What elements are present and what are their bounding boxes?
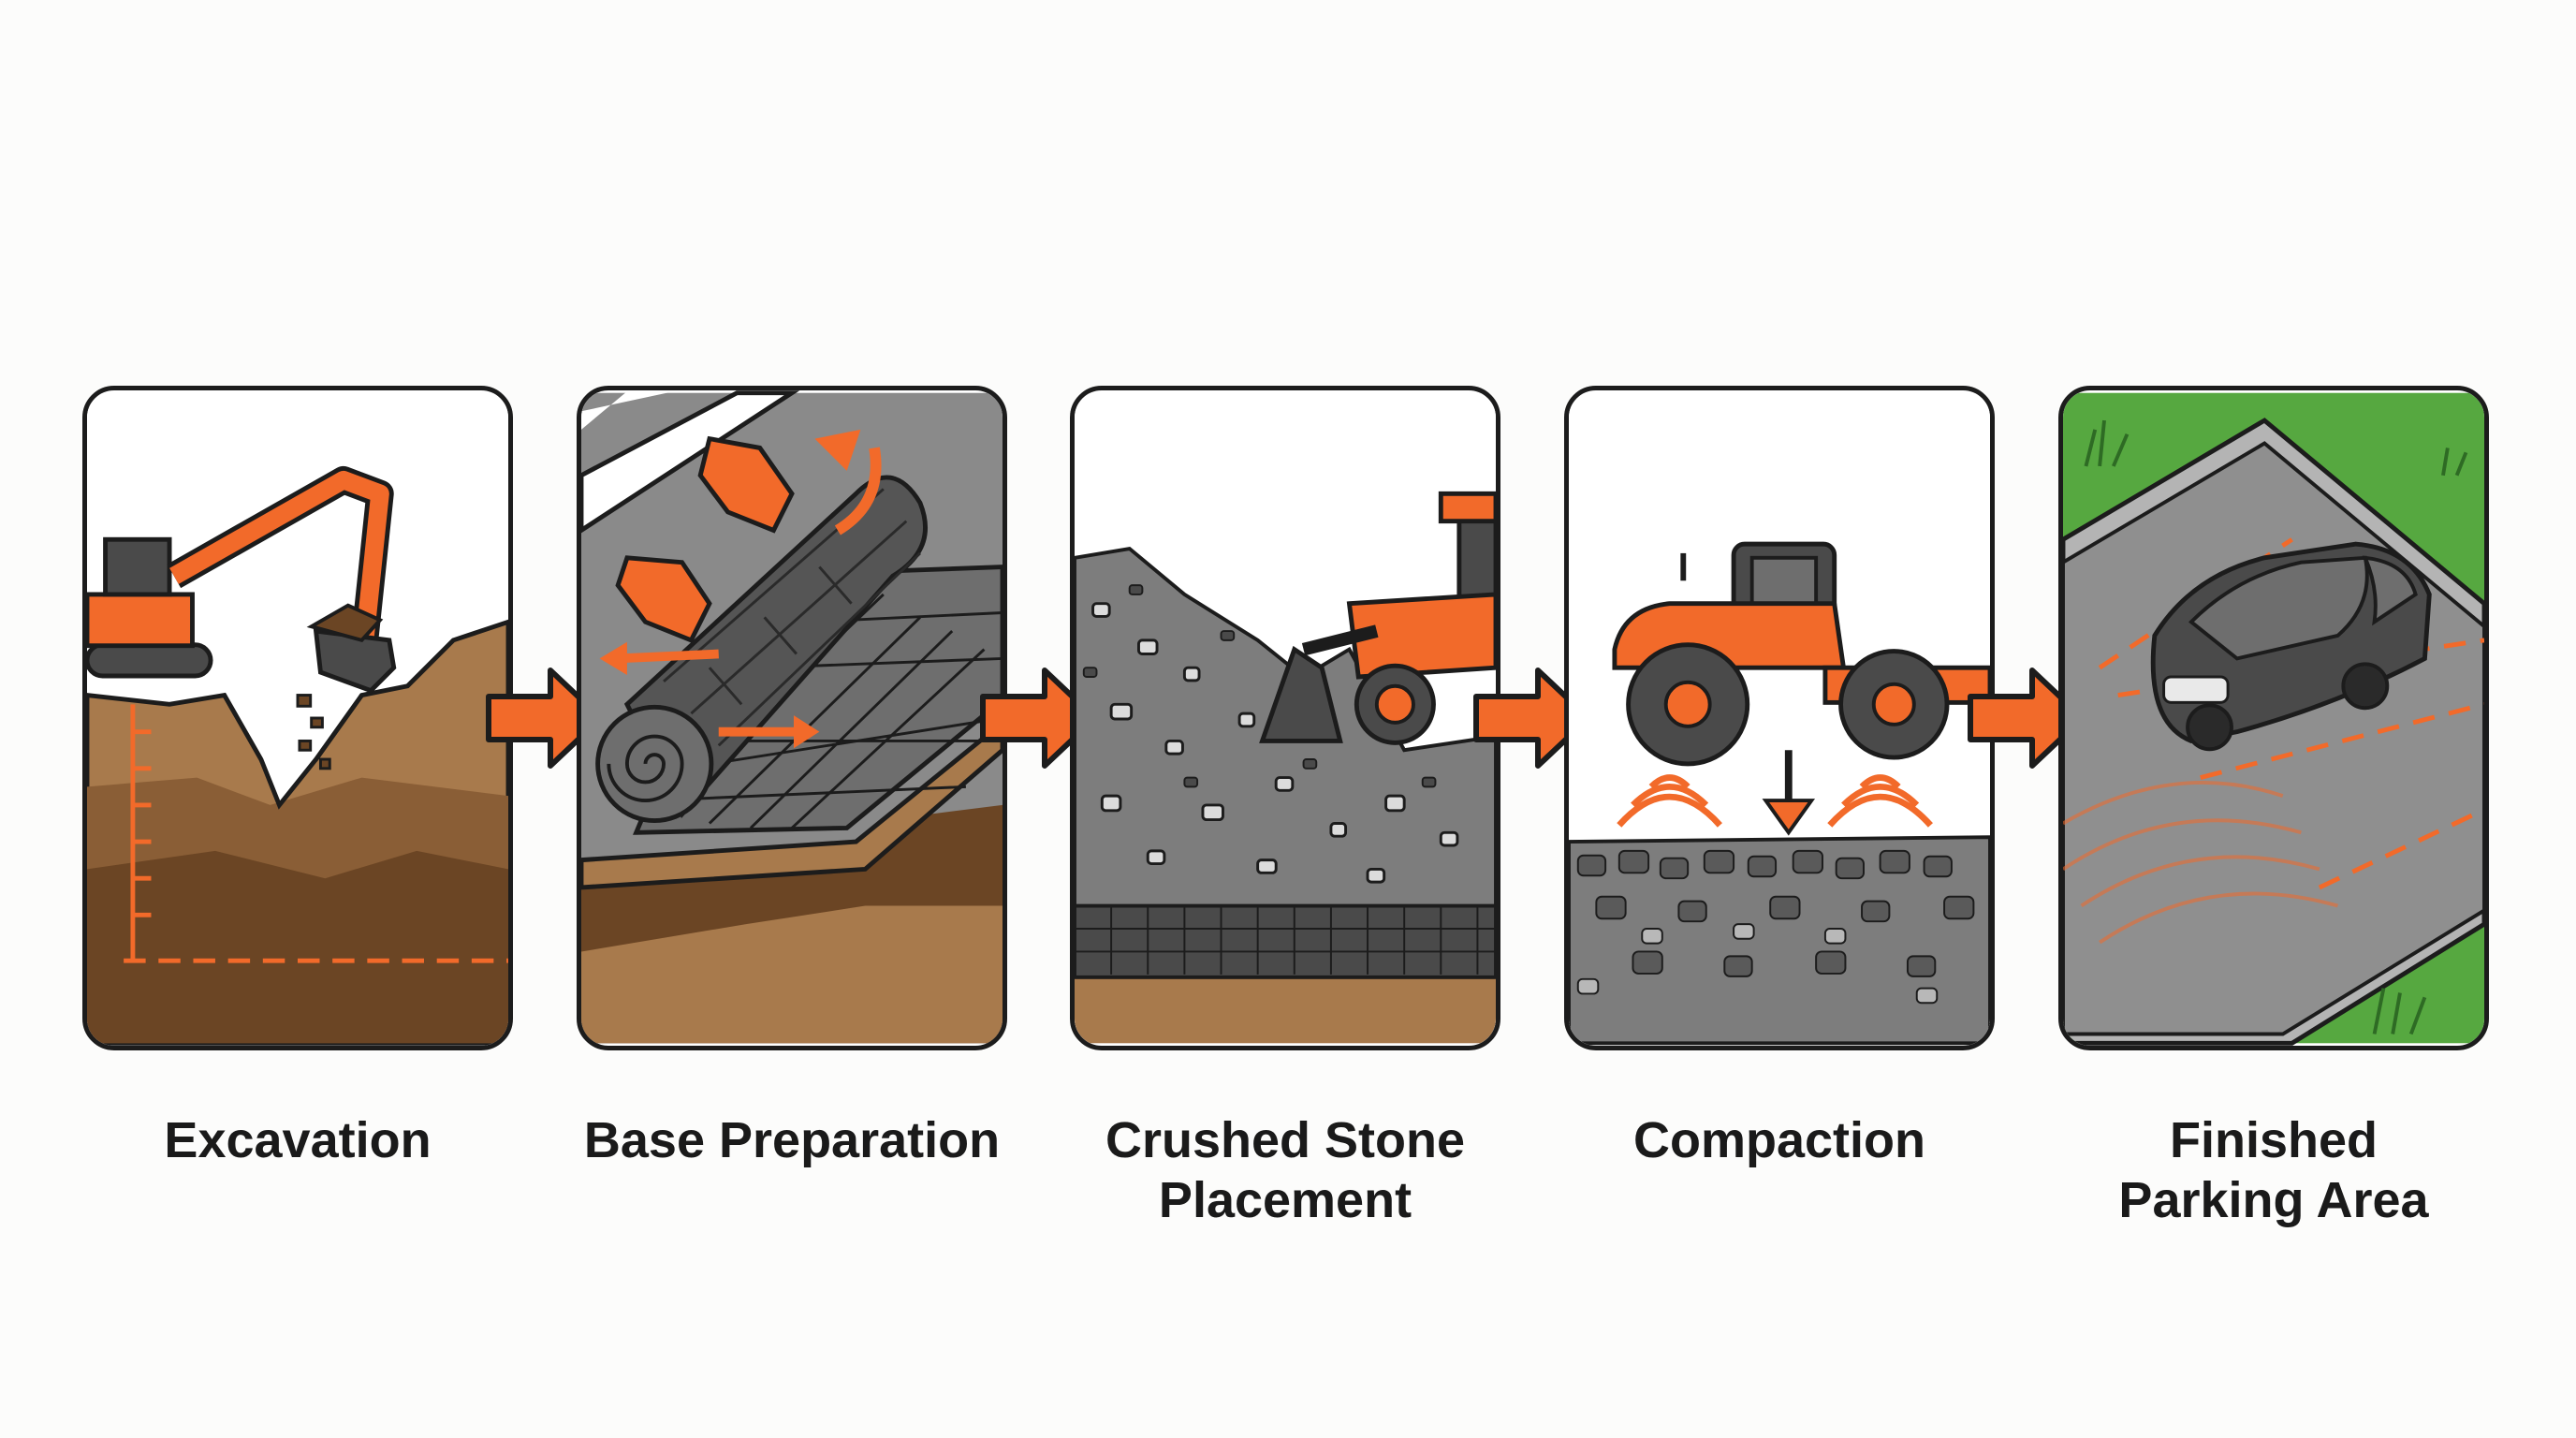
step-arrow-4	[1968, 668, 2086, 769]
step-5-label: Finished Parking Area	[2030, 1110, 2517, 1230]
step-3-label: Crushed Stone Placement	[1042, 1110, 1529, 1230]
step-3-crushed-stone-panel	[1070, 386, 1500, 1050]
step-1-label-line-1: Excavation	[164, 1112, 432, 1168]
step-1-excavation-panel	[82, 386, 513, 1050]
step-arrow-1	[486, 668, 604, 769]
step-5-finished-parking-panel	[2058, 386, 2489, 1050]
step-3-label-line-2: Placement	[1158, 1172, 1412, 1228]
step-3-label-line-1: Crushed Stone	[1105, 1112, 1466, 1168]
step-5-label-line-1: Finished	[2169, 1112, 2378, 1168]
car-icon	[2063, 392, 2484, 1046]
excavator-icon	[87, 392, 508, 1046]
loader-icon	[1075, 392, 1496, 1044]
step-4-label-line-1: Compaction	[1632, 1112, 1925, 1168]
step-arrow-3	[1473, 668, 1591, 769]
step-2-base-preparation-panel	[577, 386, 1007, 1050]
step-4-compaction-panel	[1564, 386, 1995, 1050]
step-2-label-line-1: Base Preparation	[583, 1112, 1001, 1168]
step-4-label: Compaction	[1536, 1110, 2023, 1170]
step-2-label: Base Preparation	[549, 1110, 1035, 1170]
geogrid-roll-icon	[581, 390, 1003, 1044]
step-5-label-line-2: Parking Area	[2118, 1172, 2429, 1228]
roller-icon	[1569, 392, 1990, 1046]
step-1-label: Excavation	[54, 1110, 541, 1170]
